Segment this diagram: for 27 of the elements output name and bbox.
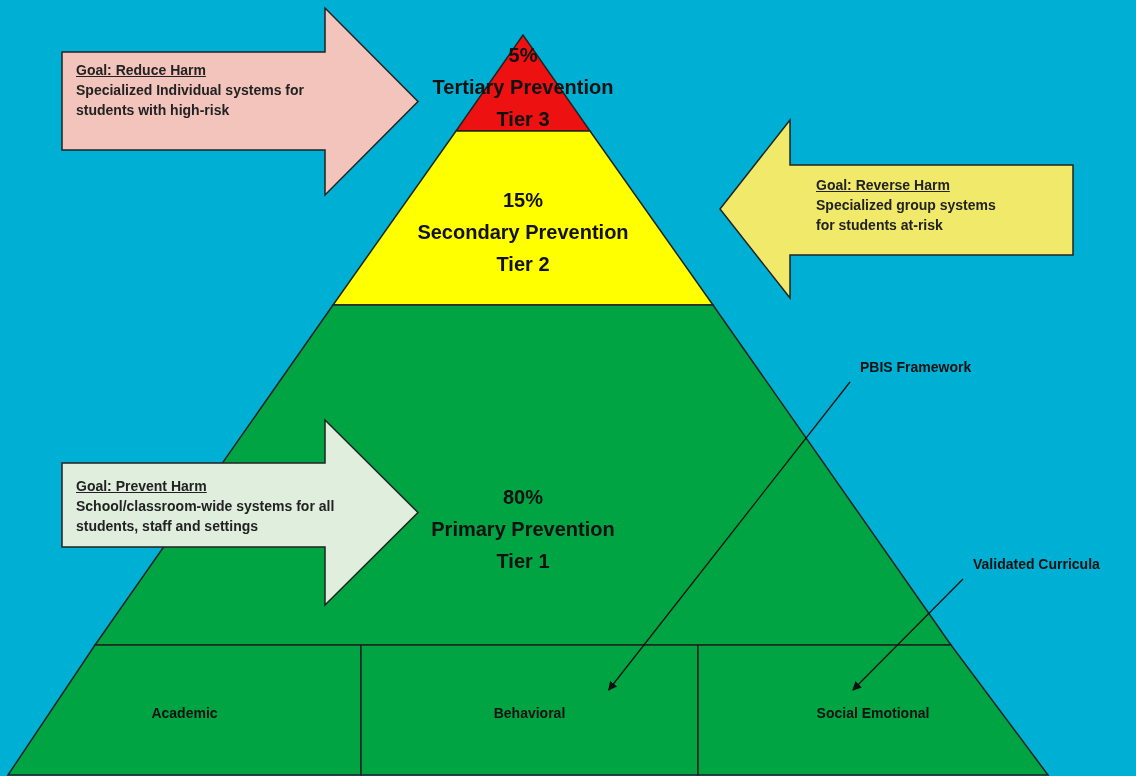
tier-label: Primary Prevention — [431, 517, 615, 542]
tier-label: Tier 3 — [496, 107, 550, 132]
leader-arrow — [852, 578, 964, 691]
goal-heading: Goal: Reverse Harm — [816, 176, 950, 195]
percent-label: 80% — [503, 485, 543, 510]
callout-label: Validated Curricula — [973, 556, 1100, 572]
cell-label: Academic — [151, 705, 218, 721]
goal-callout — [720, 120, 1073, 298]
tier-label: Tier 1 — [496, 549, 550, 574]
tier-label: Tier 2 — [496, 252, 550, 277]
goal-callout — [62, 420, 418, 605]
goal-description: School/classroom-wide systems for all students, staff and settings — [76, 497, 336, 536]
cell-label: Social Emotional — [816, 705, 930, 721]
goal-description: Specialized Individual systems for students with high-risk — [76, 81, 305, 120]
pyramid-cell — [8, 645, 361, 775]
percent-label: 15% — [503, 188, 543, 213]
goal-heading: Goal: Reduce Harm — [76, 61, 206, 80]
goal-callout — [62, 8, 418, 195]
pyramid-cell — [698, 645, 1048, 775]
goal-description: Specialized group systems for students at-risk — [816, 196, 997, 235]
leader-arrow — [608, 381, 851, 691]
percent-label: 5% — [508, 43, 538, 68]
cell-label: Behavioral — [493, 705, 566, 721]
callout-label: PBIS Framework — [860, 359, 972, 375]
pyramid-cell — [361, 645, 698, 775]
tier-label: Secondary Prevention — [417, 220, 629, 245]
goal-heading: Goal: Prevent Harm — [76, 477, 207, 496]
